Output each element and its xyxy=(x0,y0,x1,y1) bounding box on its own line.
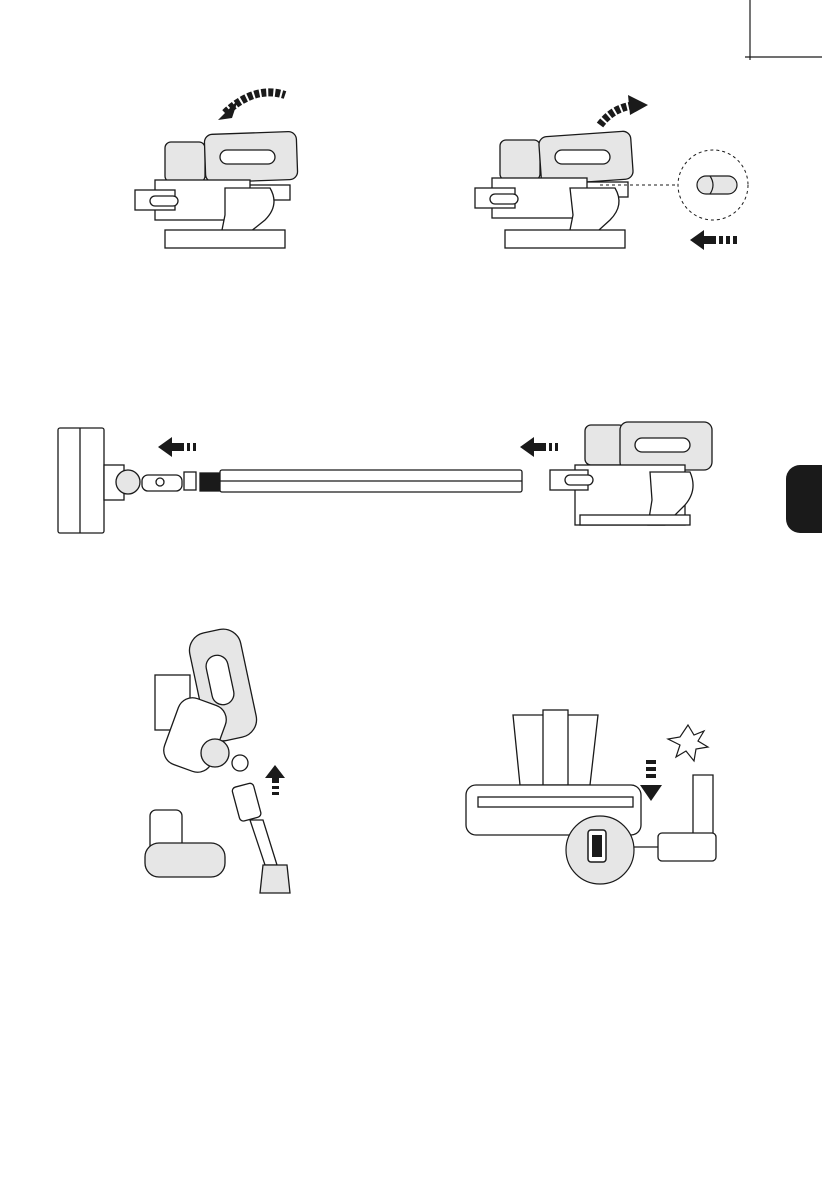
charging-dock-icon xyxy=(466,710,641,835)
vacuum-handheld-icon xyxy=(135,131,298,248)
section-tab xyxy=(786,465,822,533)
crop-mark-top-right xyxy=(745,0,822,60)
vacuum-handheld-icon xyxy=(475,131,634,248)
extension-tube-icon xyxy=(184,470,522,492)
switch-detail-callout xyxy=(678,150,748,220)
figure-handheld-accessories xyxy=(135,625,305,900)
port-detail-callout xyxy=(566,816,634,884)
figure-floor-brush-assembly xyxy=(50,420,720,545)
crevice-tool-icon xyxy=(231,782,290,893)
arrow-down-icon xyxy=(640,760,662,801)
curved-arrow-right-icon xyxy=(600,95,648,125)
curved-arrow-left-icon xyxy=(218,92,285,120)
spark-icon xyxy=(668,725,708,761)
arrow-up-icon xyxy=(265,765,285,795)
power-adapter-icon xyxy=(658,775,716,861)
figure-charging-dock xyxy=(458,705,728,890)
mini-brush-icon xyxy=(145,810,225,877)
vacuum-handheld-icon xyxy=(155,626,260,777)
arrow-left-icon xyxy=(158,437,196,457)
arrow-left-icon xyxy=(520,437,558,457)
figure-handheld-lock-slide xyxy=(470,90,760,270)
vacuum-handheld-icon xyxy=(550,422,712,525)
straight-arrow-left-icon xyxy=(690,230,737,250)
figure-handheld-tilt-back xyxy=(120,80,310,260)
